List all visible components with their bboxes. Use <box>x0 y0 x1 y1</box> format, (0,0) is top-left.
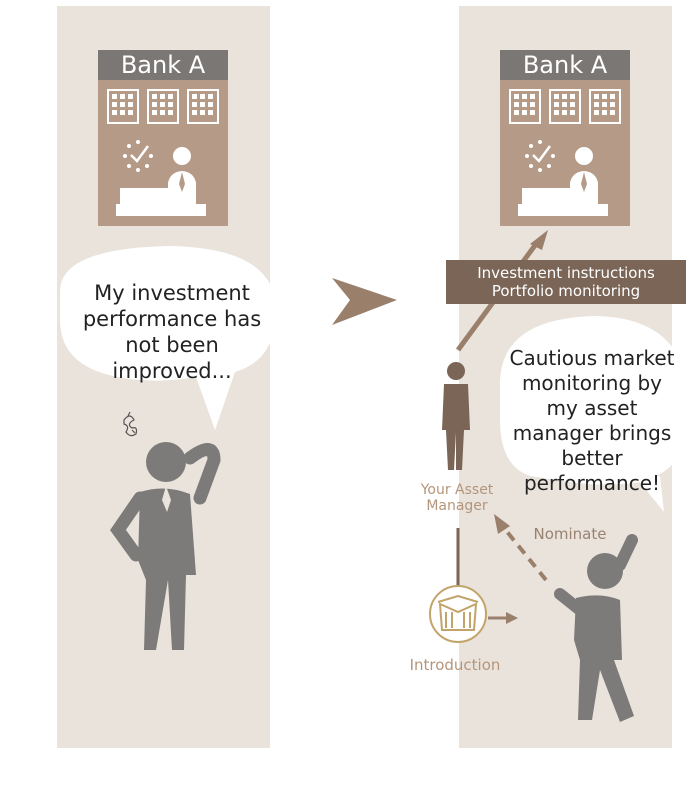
instruction-banner: Investment instructions Portfolio monito… <box>446 260 686 304</box>
speech-bubble-left <box>60 246 276 430</box>
building-icon <box>107 89 219 216</box>
speech-text-right: Cautious market monitoring by my asset m… <box>509 346 675 495</box>
nominate-label: Nominate <box>533 525 607 543</box>
bank-title-right: Bank A <box>500 50 630 80</box>
manager-person-icon <box>442 362 470 470</box>
big-arrow-icon <box>332 278 397 325</box>
cheering-person-icon <box>554 534 638 722</box>
bank-card-right: Bank A <box>500 50 630 226</box>
bank-illustration-left <box>98 80 228 226</box>
introduction-label: Introduction <box>409 656 501 674</box>
instruction-line-2: Portfolio monitoring <box>491 282 641 300</box>
speech-bubble-right <box>500 316 690 485</box>
bank-card-left: Bank A <box>98 50 228 226</box>
bank-logo-icon <box>429 585 487 643</box>
bank-illustration-right <box>500 80 630 226</box>
stress-scribble-icon <box>123 411 138 437</box>
manager-label: Your Asset Manager <box>420 482 494 514</box>
clock-check-icon <box>123 140 153 172</box>
confused-person-icon <box>110 442 221 650</box>
bank-title-left: Bank A <box>98 50 228 80</box>
up-arrow-head <box>530 230 548 250</box>
banker-icon <box>116 147 206 216</box>
nominate-arrow-head <box>494 514 510 534</box>
clock-check-icon <box>525 140 555 172</box>
instruction-line-1: Investment instructions <box>477 264 655 282</box>
building-icon <box>509 89 621 216</box>
speech-text-left: My investment performance has not been i… <box>82 281 262 383</box>
right-arrow-head <box>506 612 518 624</box>
